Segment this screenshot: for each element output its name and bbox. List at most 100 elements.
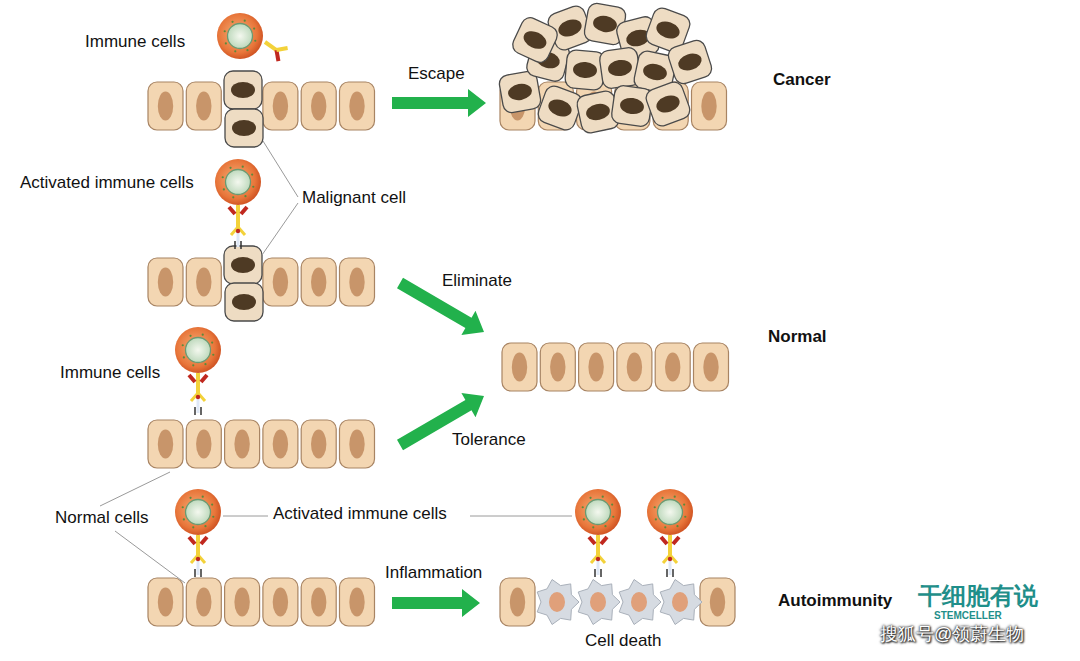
normal-cell (301, 82, 336, 130)
normal-cell (225, 420, 260, 468)
cell-body (148, 578, 183, 626)
immune-cell (215, 159, 261, 205)
cell-body (263, 258, 298, 306)
cell-nucleus (232, 120, 256, 136)
cell-body (224, 71, 262, 109)
cell-body (301, 420, 336, 468)
leader-line (262, 203, 298, 255)
cell-body (148, 82, 183, 130)
dead-cell (619, 580, 661, 625)
surface-dot (211, 503, 213, 505)
cell-body (225, 283, 263, 321)
surface-dot (254, 40, 256, 42)
cell-body (301, 82, 336, 130)
cell-body (611, 85, 654, 128)
binding-dot (196, 395, 200, 399)
surface-dot (223, 188, 225, 190)
surface-dot (231, 21, 233, 23)
cell-nucleus (658, 500, 683, 525)
receptor-arm (661, 537, 667, 544)
leader-line (223, 516, 268, 517)
surface-dot (246, 49, 248, 51)
ligand-anchor (600, 569, 602, 577)
cell-body (700, 578, 735, 626)
cell-nucleus (234, 430, 249, 459)
cell-nucleus (510, 588, 525, 617)
cell-body (148, 258, 183, 306)
receptor (589, 535, 607, 577)
ligand-anchor (666, 569, 668, 577)
surface-dot (604, 525, 606, 527)
cell-body (225, 578, 260, 626)
cell-nucleus (226, 170, 251, 195)
surface-dot (684, 516, 686, 518)
surface-dot (244, 195, 246, 197)
surface-dot (211, 341, 213, 343)
watermark: STEMCELLER (934, 610, 1002, 622)
malignant-cell (224, 71, 262, 109)
malignant-cell (666, 38, 714, 86)
watermark: 搜狐号@领蔚生物 (880, 624, 1024, 646)
surface-dot (182, 344, 184, 346)
cell-nucleus (550, 353, 565, 382)
cell-body (564, 49, 605, 90)
surface-dot (244, 20, 246, 22)
cell-nucleus (273, 268, 288, 297)
cell-body (263, 420, 298, 468)
binding-dot (668, 557, 672, 561)
normal-cell (263, 258, 298, 306)
cell-nucleus (196, 268, 211, 297)
normal-cell (301, 420, 336, 468)
malignant-cell (510, 15, 560, 65)
surface-dot (253, 27, 255, 29)
cell-nucleus (556, 16, 584, 39)
surface-dot (224, 30, 226, 32)
surface-dot (202, 334, 204, 336)
cell-body (186, 258, 221, 306)
surface-dot (183, 518, 185, 520)
flow-arrow (392, 89, 486, 117)
cell-nucleus (585, 102, 612, 123)
surface-dot (676, 525, 678, 527)
normal-cell (186, 420, 221, 468)
surface-dot (189, 335, 191, 337)
cell-body (340, 82, 375, 130)
cell-nucleus (521, 28, 550, 53)
leader-line (100, 472, 170, 506)
callout-label: Cell death (585, 631, 662, 651)
surface-dot (655, 518, 657, 520)
arrow-label: Tolerance (452, 430, 526, 450)
surface-dot (222, 176, 224, 178)
ligand-anchor (672, 569, 674, 577)
cell-body (175, 489, 221, 535)
ligand-anchor (594, 569, 596, 577)
leader-line (263, 141, 298, 197)
cell-nucleus (590, 592, 606, 612)
cell-nucleus (349, 430, 364, 459)
cell-nucleus (158, 268, 173, 297)
cell-nucleus (642, 62, 669, 83)
ligand-anchor (234, 241, 236, 249)
malignant-cell (644, 80, 693, 129)
receptor-arm (241, 207, 247, 214)
receptor-arm (189, 375, 195, 382)
cell-nucleus (196, 430, 211, 459)
outcome-label: Normal (768, 327, 827, 347)
callout-label: Malignant cell (302, 188, 406, 208)
normal-cell (655, 343, 690, 391)
receptor (229, 205, 247, 249)
cell-nucleus (672, 592, 688, 612)
cell-nucleus (654, 92, 682, 115)
receptor-stem (236, 205, 240, 227)
cell-nucleus (232, 294, 256, 310)
leader-line (115, 531, 185, 583)
arrow-label: Inflammation (385, 563, 482, 583)
surface-dot (674, 496, 676, 498)
cell-body (536, 84, 585, 133)
arrow-label: Eliminate (442, 271, 512, 291)
ligand-anchor (194, 569, 196, 577)
cell-body (217, 13, 263, 59)
normal-cell (540, 343, 575, 391)
receptor-arm (276, 43, 287, 54)
